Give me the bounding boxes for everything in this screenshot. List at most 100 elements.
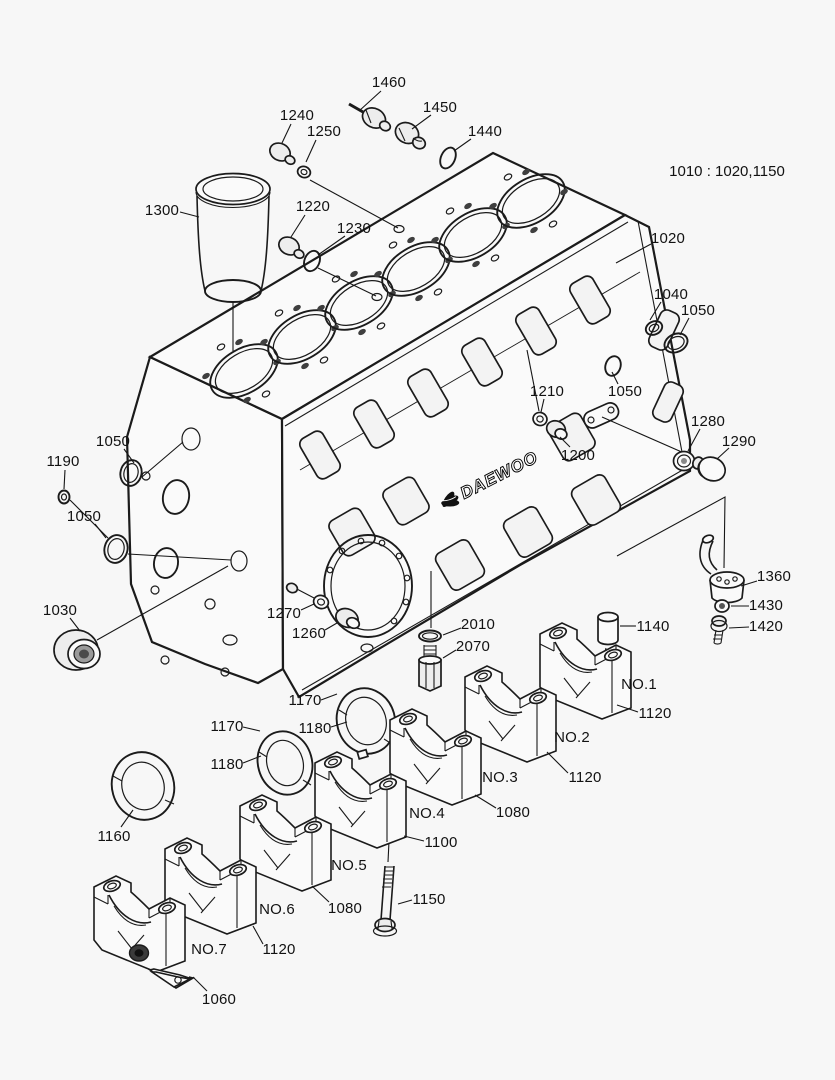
callout-1150: 1150 xyxy=(412,891,445,908)
leader-line xyxy=(740,580,758,587)
deck-detail xyxy=(274,309,284,317)
leader-line xyxy=(546,751,569,774)
part-washer xyxy=(532,411,548,427)
part-oring xyxy=(57,489,71,505)
callout-1420: 1420 xyxy=(749,618,783,635)
callout-1280: 1280 xyxy=(691,413,725,430)
deck-detail xyxy=(496,173,566,229)
leader-line xyxy=(679,317,690,336)
deck-detail xyxy=(395,552,403,560)
deck-detail xyxy=(243,396,251,404)
callout-1170: 1170 xyxy=(288,692,321,709)
bracket-plate xyxy=(583,402,620,429)
part-oring xyxy=(418,629,442,643)
deck-detail xyxy=(438,207,508,263)
deck-detail xyxy=(433,288,443,296)
deck-detail xyxy=(358,328,366,336)
leader-line xyxy=(442,649,457,659)
casting-window xyxy=(406,368,450,418)
callout-1040: 1040 xyxy=(654,286,688,303)
callout-1460: 1460 xyxy=(372,74,406,91)
callout-1220: 1220 xyxy=(296,198,330,215)
leader-line xyxy=(192,976,208,992)
daewoo-emblem-icon xyxy=(441,491,460,508)
deck-detail xyxy=(267,309,337,365)
deck-detail xyxy=(378,539,386,547)
callout-no5: NO.5 xyxy=(331,857,367,874)
casting-window xyxy=(568,275,612,325)
callout-1290: 1290 xyxy=(722,433,756,450)
leader-line xyxy=(242,726,261,732)
leader-line xyxy=(411,114,432,130)
leader-line xyxy=(453,138,472,152)
leader-line xyxy=(320,693,338,701)
cylinder-bores xyxy=(202,168,568,404)
deck-detail xyxy=(431,236,439,244)
casting-window xyxy=(651,381,685,423)
leader-line xyxy=(311,885,330,903)
callout-1020: 1020 xyxy=(651,230,685,247)
leader-line xyxy=(252,925,264,945)
deck-detail xyxy=(329,280,389,326)
casting-window xyxy=(434,539,486,591)
callout-1200: 1200 xyxy=(561,447,595,464)
deck-detail xyxy=(501,178,561,224)
leader-line xyxy=(358,90,382,112)
deck-detail xyxy=(402,598,410,606)
deck-detail xyxy=(464,202,472,210)
part-oring xyxy=(644,320,664,336)
casting-window xyxy=(502,506,554,558)
part-plug xyxy=(335,607,361,630)
part-fitting xyxy=(269,142,296,166)
leader-line xyxy=(120,809,134,828)
callout-no2: NO.2 xyxy=(554,729,590,746)
leader-line xyxy=(616,704,639,713)
part-bolt xyxy=(710,615,728,645)
deck-detail xyxy=(530,226,538,234)
callout-1450: 1450 xyxy=(423,99,457,116)
leader-line xyxy=(179,211,200,218)
leader-line xyxy=(330,721,348,728)
deck-detail xyxy=(386,246,446,292)
deck-detail xyxy=(489,202,497,210)
part-fitting xyxy=(278,236,305,260)
part-sensor xyxy=(348,102,392,132)
callout-1300: 1300 xyxy=(145,202,179,219)
deck-detail xyxy=(350,270,358,278)
callout-1120: 1120 xyxy=(568,769,601,786)
deck-detail xyxy=(443,212,503,258)
callout-1050: 1050 xyxy=(608,383,642,400)
deck-detail xyxy=(522,168,530,176)
deck-detail xyxy=(376,322,386,330)
leader-line xyxy=(403,835,425,842)
deck-detail xyxy=(381,241,451,297)
leader-line xyxy=(615,243,652,264)
leader-line xyxy=(94,523,107,539)
deck-detail xyxy=(503,173,513,181)
leader-line xyxy=(559,436,571,448)
callout-1080: 1080 xyxy=(328,900,362,917)
leader-line xyxy=(611,371,619,385)
callout-no6: NO.6 xyxy=(259,901,295,918)
casting-window xyxy=(298,430,342,480)
left-end-holes xyxy=(141,427,248,677)
callout-1440: 1440 xyxy=(468,123,502,140)
callout-1230: 1230 xyxy=(337,220,371,237)
callout-1180: 1180 xyxy=(210,756,243,773)
side-core-hole xyxy=(604,355,622,377)
deck-detail xyxy=(548,220,558,228)
part-main-bolt xyxy=(372,865,398,937)
deck-detail xyxy=(338,547,346,555)
callout-1160: 1160 xyxy=(97,828,130,845)
callout-1190: 1190 xyxy=(46,453,79,470)
leader-line xyxy=(242,755,262,764)
part-small-plug xyxy=(285,582,330,610)
reference-note: 1010 : 1020,1150 xyxy=(669,163,785,180)
deck-detail xyxy=(560,188,568,196)
casting-window xyxy=(460,337,504,387)
leader-line xyxy=(649,301,662,321)
leader-line xyxy=(540,398,545,413)
deck-detail xyxy=(216,343,226,351)
callout-1050: 1050 xyxy=(67,508,101,525)
